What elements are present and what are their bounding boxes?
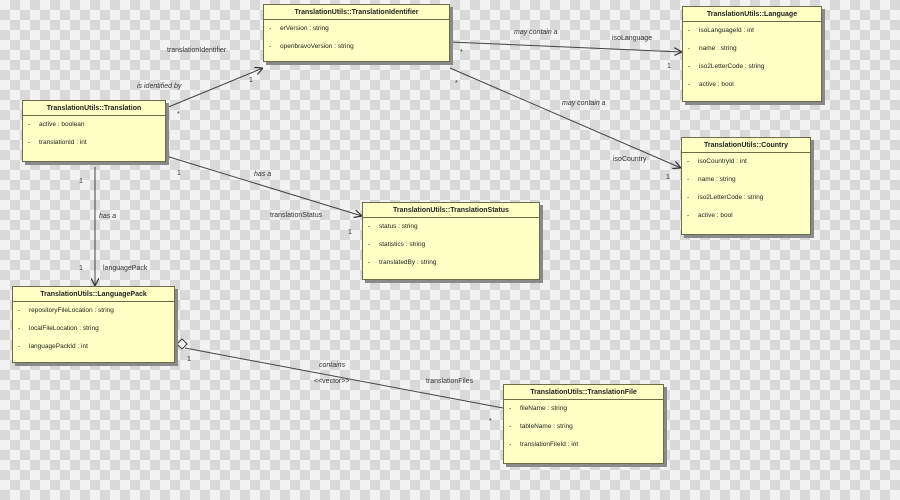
role-translation-identifier: translationIdentifier <box>167 47 227 54</box>
role-iso-language: isoLanguage <box>612 35 653 42</box>
class-translation-identifier[interactable]: TranslationUtils::TranslationIdentifier … <box>263 4 450 62</box>
class-country[interactable]: TranslationUtils::Country -isoCountryId … <box>681 137 811 235</box>
label-identified: is identified by <box>137 83 182 90</box>
class-language-pack[interactable]: TranslationUtils::LanguagePack -reposito… <box>12 286 175 363</box>
line-files <box>184 347 504 409</box>
class-language[interactable]: TranslationUtils::Language -isoLanguageI… <box>682 6 822 102</box>
role-translation-files: translationFiles <box>426 378 474 385</box>
class-attribute: -name : string <box>688 45 737 52</box>
class-attribute: -active : boolean <box>28 121 85 128</box>
class-title: TranslationUtils::TranslationFile <box>504 385 663 400</box>
line-language <box>449 41 682 52</box>
class-attribute: -repositoryFileLocation : string <box>18 307 114 314</box>
role-language-pack: languagePack <box>103 265 148 272</box>
class-title: TranslationUtils::Language <box>683 7 821 22</box>
class-attribute: -translatedBy : string <box>368 259 437 266</box>
aggregation-diamond <box>176 338 188 350</box>
mult-pack-source: 1 <box>79 178 83 185</box>
class-translation-status[interactable]: TranslationUtils::TranslationStatus -sta… <box>362 202 540 280</box>
class-translation-file[interactable]: TranslationUtils::TranslationFile -fileN… <box>503 384 664 464</box>
class-title: TranslationUtils::TranslationIdentifier <box>264 5 449 20</box>
mult-files-source: 1 <box>187 356 191 363</box>
class-attribute: -isoCountryId : int <box>687 158 747 165</box>
label-status: has a <box>254 171 272 178</box>
mult-status-source: 1 <box>177 170 181 177</box>
class-title: TranslationUtils::TranslationStatus <box>363 203 539 218</box>
mult-pack-target: 1 <box>79 265 83 272</box>
class-attribute: -fileName : string <box>509 405 567 412</box>
line-identified <box>165 68 263 109</box>
class-attribute: -iso2LetterCode : string <box>687 194 764 201</box>
line-status <box>165 155 362 216</box>
mult-files-target: * <box>489 418 492 425</box>
class-attribute: -active : bool <box>688 81 734 88</box>
mult-lang-source: * <box>460 49 463 56</box>
label-files: contains <box>319 362 346 369</box>
mult-country-source: * <box>455 80 458 87</box>
class-title: TranslationUtils::Translation <box>23 101 165 116</box>
role-translation-status: translationStatus <box>270 212 323 219</box>
mult-country-target: 1 <box>666 174 670 181</box>
line-country <box>449 67 681 168</box>
label-lang: may contain a <box>514 29 558 36</box>
mult-status-target: 1 <box>348 229 352 236</box>
class-translation[interactable]: TranslationUtils::Translation -active : … <box>22 100 166 162</box>
class-attribute: -languagePackId : int <box>18 343 88 350</box>
mult-lang-target: 1 <box>667 63 671 70</box>
class-attribute: -statistics : string <box>368 241 426 248</box>
label-country: may contain a <box>562 100 606 107</box>
class-title: TranslationUtils::Country <box>682 138 810 153</box>
mult-identified-source: * <box>177 111 180 118</box>
class-attribute: -translationFileId : int <box>509 441 579 448</box>
class-attribute: -translationId : int <box>28 139 87 146</box>
class-attribute: -name : string <box>687 176 736 183</box>
stereotype-vector: <<vector>> <box>314 378 350 385</box>
class-attribute: -tableName : string <box>509 423 573 430</box>
class-attribute: -status : string <box>368 223 418 230</box>
class-attribute: -erVersion : string <box>269 25 329 32</box>
class-attribute: -iso2LetterCode : string <box>688 63 765 70</box>
class-title: TranslationUtils::LanguagePack <box>13 287 174 302</box>
role-iso-country: isoCountry <box>613 156 647 163</box>
class-attribute: -localFileLocation : string <box>18 325 99 332</box>
mult-identified-target: 1 <box>249 77 253 84</box>
class-attribute: -active : bool <box>687 212 733 219</box>
class-attribute: -isoLanguageId : int <box>688 27 754 34</box>
label-pack: has a <box>99 213 117 220</box>
class-attribute: -openbravoVersion : string <box>269 43 354 50</box>
